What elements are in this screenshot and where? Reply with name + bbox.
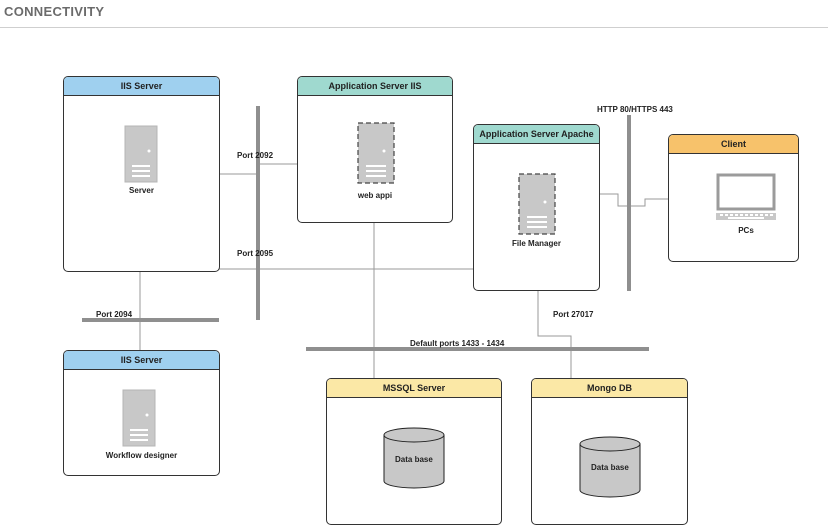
node-header: Mongo DB xyxy=(532,379,687,398)
server-icon xyxy=(357,122,395,184)
port-27017-label: Port 27017 xyxy=(553,310,594,319)
http-ports-label: HTTP 80/HTTPS 443 xyxy=(597,105,673,114)
database-icon xyxy=(383,427,445,489)
node-header: Application Server Apache xyxy=(474,125,599,144)
node-header: Application Server IIS xyxy=(298,77,452,96)
database-icon xyxy=(579,436,641,498)
client-node[interactable]: Client PCs xyxy=(668,134,799,262)
mssql-server-node[interactable]: MSSQL Server Data base xyxy=(326,378,502,525)
iis-server-top-node[interactable]: IIS Server Server xyxy=(63,76,220,272)
bus-default-ports xyxy=(306,347,649,351)
default-ports-label: Default ports 1433 - 1434 xyxy=(410,339,505,348)
title-divider xyxy=(0,27,828,28)
node-caption: File Manager xyxy=(512,239,561,248)
server-icon xyxy=(124,125,158,183)
node-header: Client xyxy=(669,135,798,154)
bus-vertical-2092 xyxy=(256,106,260,320)
wire-apache-to-http xyxy=(599,193,629,207)
node-caption: Server xyxy=(129,186,154,195)
iis-server-bottom-node[interactable]: IIS Server Workflow designer xyxy=(63,350,220,476)
mongo-db-node[interactable]: Mongo DB Data base xyxy=(531,378,688,525)
node-header: IIS Server xyxy=(64,77,219,96)
database-label: Data base xyxy=(591,463,629,472)
wire-http-to-client xyxy=(629,198,668,207)
wire-apache-to-mongo xyxy=(537,290,572,378)
port-2094-label: Port 2094 xyxy=(96,310,133,319)
monitor-icon xyxy=(716,173,776,220)
node-caption: PCs xyxy=(738,226,754,235)
bus-http xyxy=(627,115,631,291)
port-2095-label: Port 2095 xyxy=(237,249,274,258)
port-2092-label: Port 2092 xyxy=(237,151,274,160)
node-caption: web appi xyxy=(357,191,393,200)
server-icon xyxy=(122,389,156,447)
app-server-iis-node[interactable]: Application Server IIS web appi xyxy=(297,76,453,223)
server-icon xyxy=(518,173,556,235)
app-server-apache-node[interactable]: Application Server Apache File Manager xyxy=(473,124,600,291)
node-caption: Workflow designer xyxy=(105,451,178,460)
bus-port-2094 xyxy=(82,318,219,322)
page-title: CONNECTIVITY xyxy=(4,4,105,19)
node-header: IIS Server xyxy=(64,351,219,370)
database-label: Data base xyxy=(395,455,433,464)
node-header: MSSQL Server xyxy=(327,379,501,398)
